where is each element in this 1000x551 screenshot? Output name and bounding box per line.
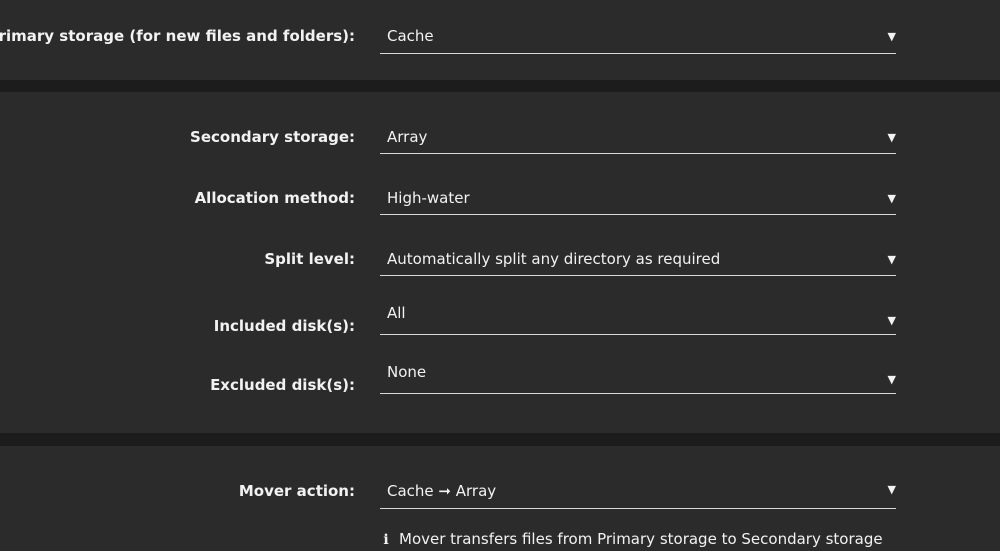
mover-action-row: Mover action: Cache ➞ Array ▼ — [0, 482, 1000, 522]
dropdown-caret-icon: ▼ — [887, 253, 896, 266]
dropdown-caret-icon: ▼ — [887, 30, 896, 43]
primary-storage-section: Primary storage (for new files and folde… — [0, 0, 1000, 80]
mover-action-label: Mover action: — [238, 482, 355, 500]
primary-storage-row: Primary storage (for new files and folde… — [0, 25, 1000, 65]
split-level-select[interactable]: Automatically split any directory as req… — [380, 237, 896, 276]
array-settings-section: Secondary storage: Array ▼ Allocation me… — [0, 92, 1000, 433]
mover-section: Mover action: Cache ➞ Array ▼ i Mover tra… — [0, 446, 1000, 551]
secondary-storage-row: Secondary storage: Array ▼ — [0, 126, 1000, 166]
allocation-method-value: High-water — [387, 189, 470, 207]
info-icon: i — [383, 532, 389, 548]
dropdown-caret-icon: ▼ — [887, 314, 896, 327]
allocation-method-select[interactable]: High-water ▼ — [380, 176, 896, 215]
mover-info-text: Mover transfers files from Primary stora… — [399, 530, 883, 548]
primary-storage-value: Cache — [387, 27, 434, 45]
dropdown-caret-icon: ▼ — [887, 131, 896, 144]
mover-info: i Mover transfers files from Primary stor… — [380, 530, 883, 548]
excluded-disks-select[interactable]: None ▼ — [380, 355, 896, 394]
allocation-method-row: Allocation method: High-water ▼ — [0, 188, 1000, 228]
split-level-value: Automatically split any directory as req… — [387, 250, 721, 268]
included-disks-row: Included disk(s): All ▼ — [0, 304, 1000, 357]
excluded-disks-row: Excluded disk(s): None ▼ — [0, 363, 1000, 416]
split-level-label: Split level: — [264, 250, 355, 268]
split-level-row: Split level: Automatically split any dir… — [0, 250, 1000, 290]
allocation-method-label: Allocation method: — [194, 189, 355, 207]
included-disks-select[interactable]: All ▼ — [380, 296, 896, 335]
excluded-disks-label: Excluded disk(s): — [210, 376, 355, 394]
mover-action-select[interactable]: Cache ➞ Array ▼ — [380, 470, 896, 509]
secondary-storage-select[interactable]: Array ▼ — [380, 115, 896, 154]
dropdown-caret-icon: ▼ — [887, 483, 896, 496]
included-disks-value: All — [387, 304, 406, 322]
included-disks-label: Included disk(s): — [213, 317, 355, 335]
secondary-storage-label: Secondary storage: — [190, 128, 355, 146]
secondary-storage-value: Array — [387, 128, 428, 146]
excluded-disks-value: None — [387, 363, 427, 381]
primary-storage-label: Primary storage (for new files and folde… — [0, 27, 355, 45]
mover-action-value: Cache ➞ Array — [387, 482, 497, 500]
dropdown-caret-icon: ▼ — [887, 192, 896, 205]
dropdown-caret-icon: ▼ — [887, 373, 896, 386]
primary-storage-select[interactable]: Cache ▼ — [380, 15, 896, 54]
